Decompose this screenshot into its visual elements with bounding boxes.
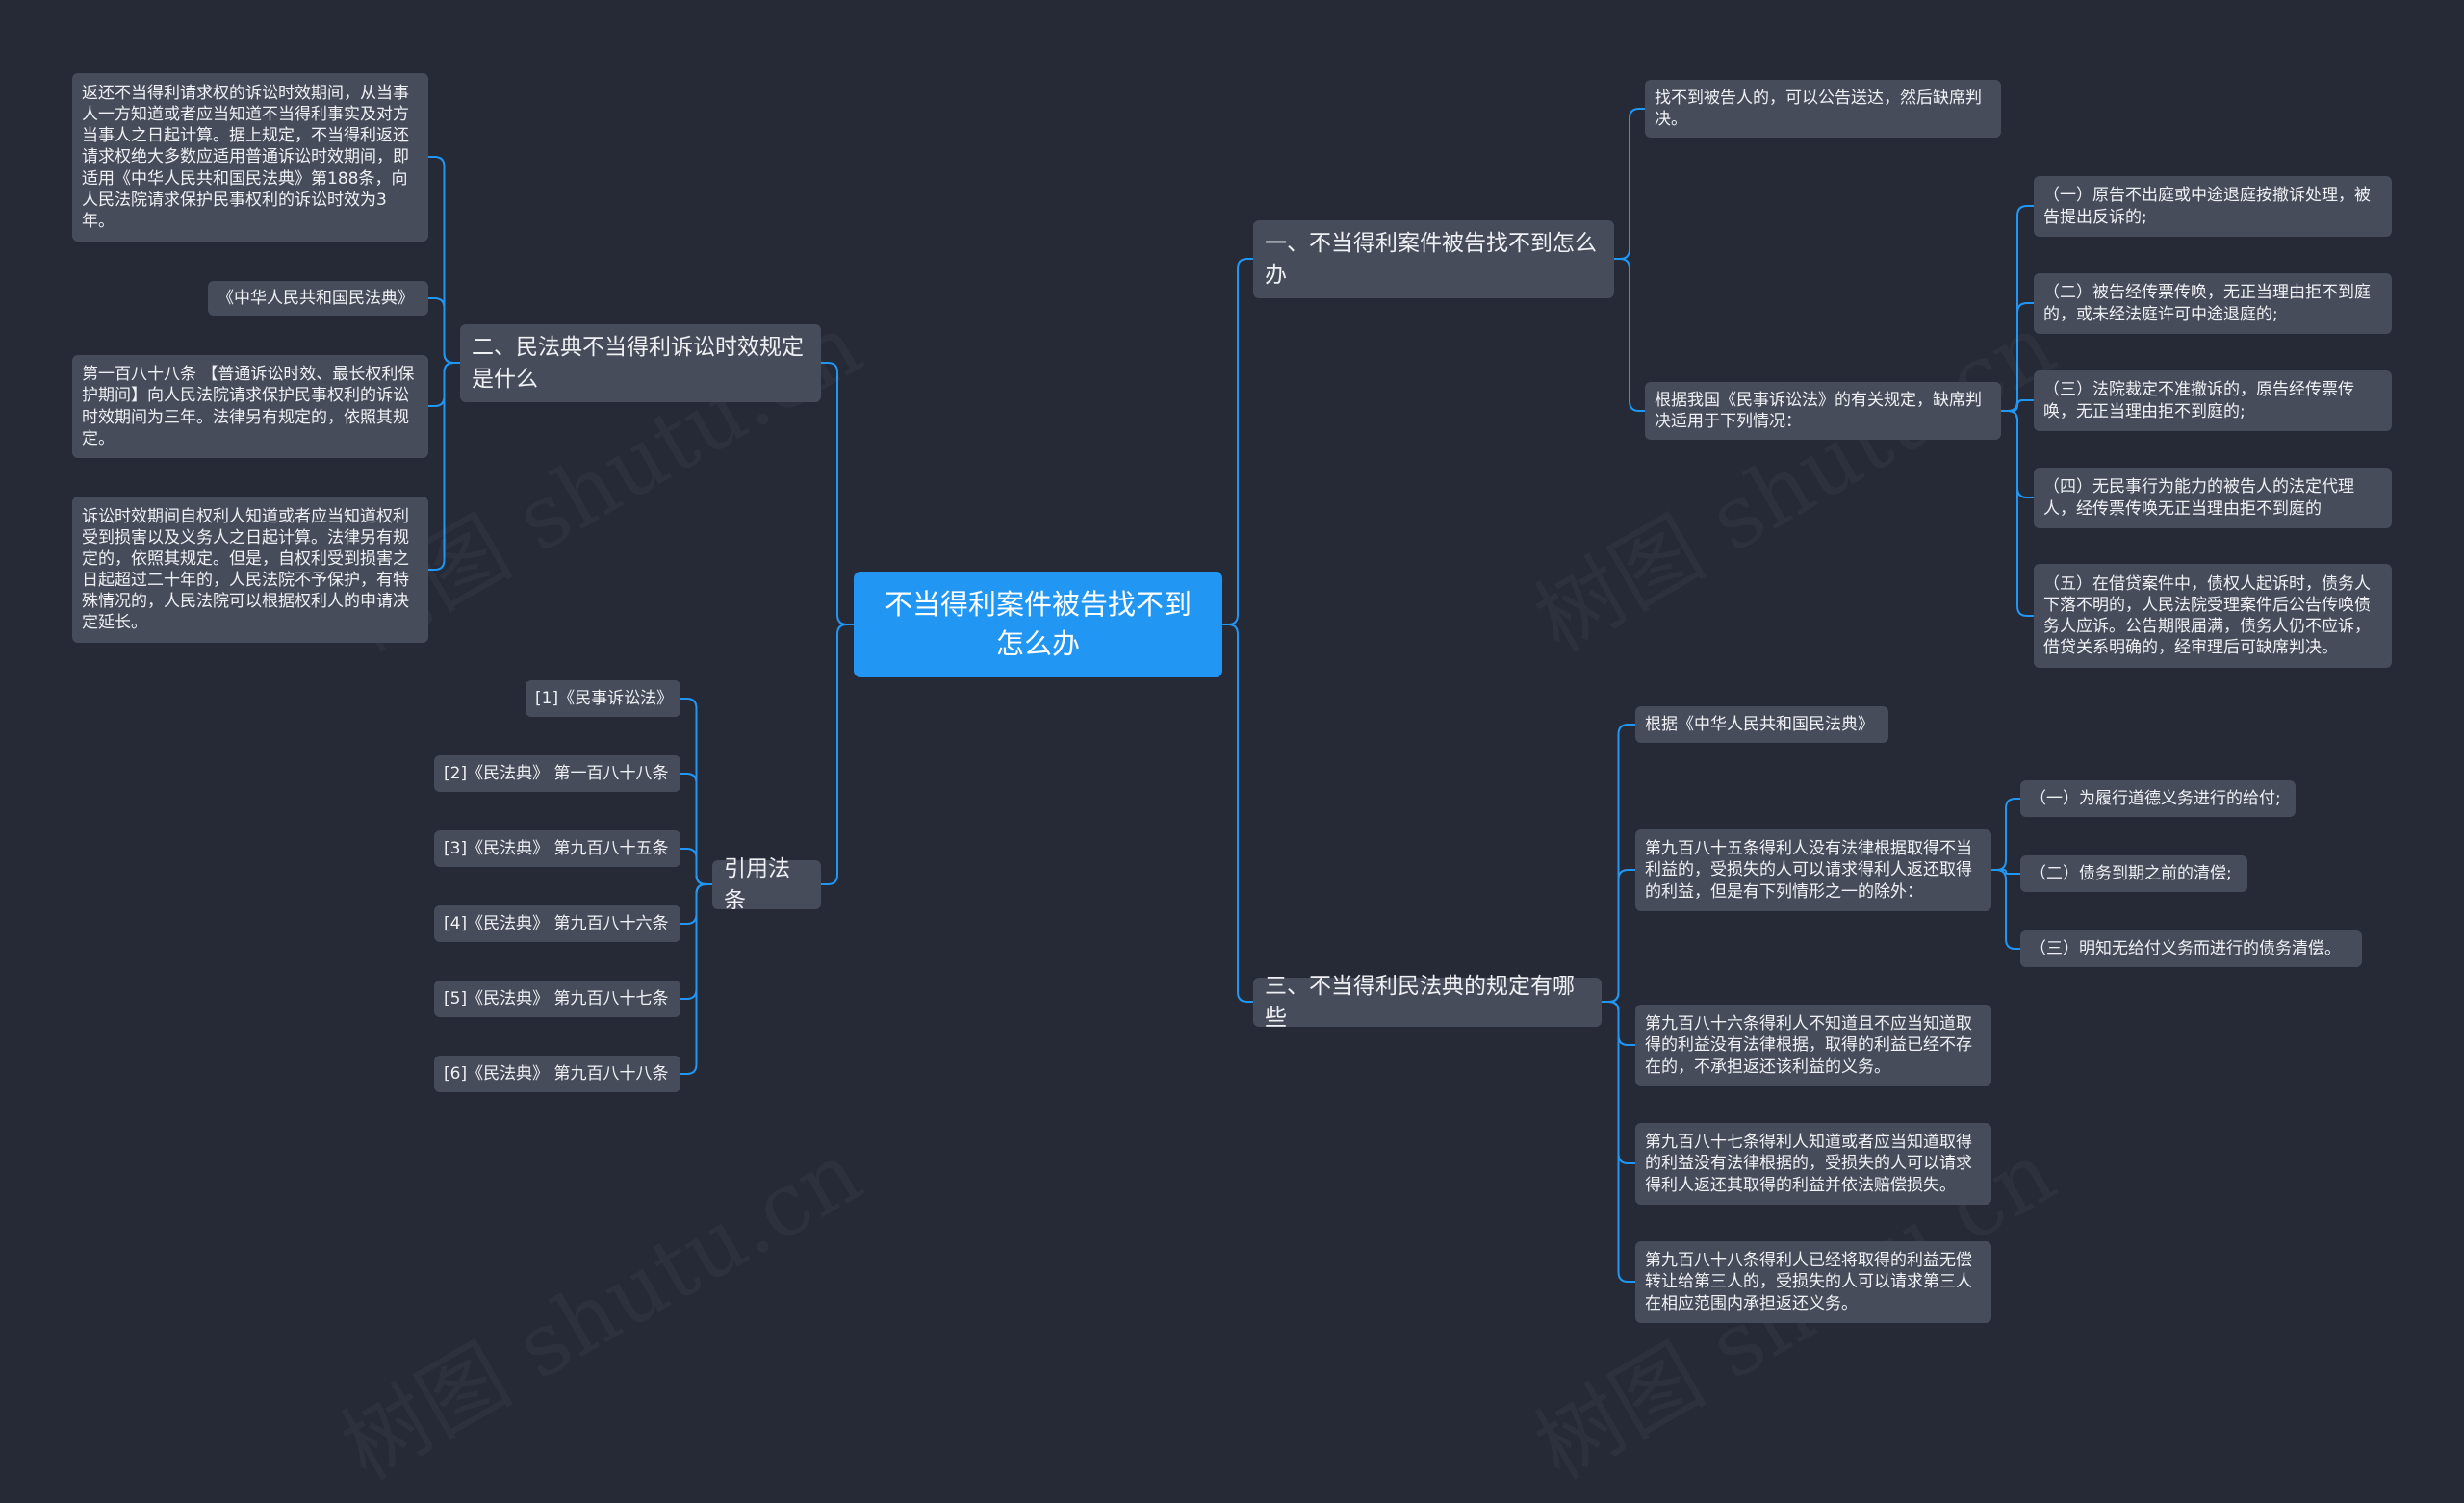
connector-line [1991,869,2020,950]
subtopic-text: （二）债务到期之前的清偿; [2030,863,2232,883]
subtopic-text: （五）在借贷案件中，债权人起诉时，债务人下落不明的，人民法院受理案件后公告传唤债… [2043,573,2371,658]
subtopic-text: （一）为履行道德义务进行的给付; [2030,788,2281,808]
connector-line [2001,410,2034,617]
connector-line [2001,399,2034,412]
reference-item[interactable]: [6]《民法典》 第九百八十八条 [434,1056,680,1092]
reference-text: [5]《民法典》 第九百八十七条 [444,988,669,1008]
connector-line [428,297,460,364]
topic-text: 第九百八十七条得利人知道或者应当知道取得的利益没有法律根据的，受损失的人可以请求… [1645,1133,1972,1195]
topic-text: 根据《中华人民共和国民法典》 [1645,714,1874,734]
connector-line [680,883,712,1075]
topic-node[interactable]: 第九百八十八条得利人已经将取得的利益无偿转让给第三人的，受损失的人可以请求第三人… [1635,1241,1991,1323]
root-node[interactable]: 不当得利案件被告找不到怎么办 [854,572,1222,677]
reference-text: [6]《民法典》 第九百八十八条 [444,1063,669,1083]
topic-text: 《中华人民共和国民法典》 [218,288,414,308]
reference-text: [4]《民法典》 第九百八十六条 [444,913,669,933]
topic-text: 第一百八十八条 【普通诉讼时效、最长权利保护期间】向人民法院请求保护民事权利的诉… [82,365,415,448]
subtopic-text: （三）明知无给付义务而进行的债务清偿。 [2030,938,2341,958]
topic-node[interactable]: 《中华人民共和国民法典》 [208,281,428,316]
branch-label: 二、民法典不当得利诉讼时效规定是什么 [472,335,804,392]
reference-text: [2]《民法典》 第一百八十八条 [444,763,669,783]
subtopic-node[interactable]: （三）法院裁定不准撤诉的，原告经传票传唤，无正当理由拒不到庭的; [2034,370,2392,431]
branch-node-1[interactable]: 一、不当得利案件被告找不到怎么办 [1253,220,1614,298]
connector-line [428,362,460,571]
connector-line [821,624,854,885]
connector-line [680,848,712,885]
topic-text: 第九百八十五条得利人没有法律根据取得不当利益的，受损失的人可以请求得利人返还取得… [1645,839,1972,902]
connector-line [1222,624,1253,1003]
subtopic-node[interactable]: （一）原告不出庭或中途退庭按撤诉处理，被告提出反诉的; [2034,176,2392,237]
reference-text: [1]《民事诉讼法》 [535,688,674,708]
topic-node[interactable]: 返还不当得利请求权的诉讼时效期间，从当事人一方知道或者应当知道不当得利事实及对方… [72,73,428,242]
topic-node[interactable]: 第九百八十七条得利人知道或者应当知道取得的利益没有法律根据的，受损失的人可以请求… [1635,1123,1991,1205]
subtopic-node[interactable]: （五）在借贷案件中，债权人起诉时，债务人下落不明的，人民法院受理案件后公告传唤债… [2034,564,2392,668]
connector-line [1991,798,2020,871]
reference-item[interactable]: [4]《民法典》 第九百八十六条 [434,905,680,942]
branch-node-3[interactable]: 三、不当得利民法典的规定有哪些 [1253,974,1602,1031]
branch-node-4[interactable]: 引用法条 [712,856,821,913]
connector-lines [428,108,2034,1283]
connector-line [1222,258,1253,625]
mindmap-canvas: 树图 shutu.cn 树图 shutu.cn 树图 shutu.cn 树图 s… [72,73,2392,1323]
reference-item[interactable]: [2]《民法典》 第一百八十八条 [434,755,680,792]
subtopic-node[interactable]: （一）为履行道德义务进行的给付; [2020,780,2296,817]
topic-text: 第九百八十八条得利人已经将取得的利益无偿转让给第三人的，受损失的人可以请求第三人… [1645,1251,1972,1313]
connector-line [1614,108,1645,260]
subtopic-node[interactable]: （三）明知无给付义务而进行的债务清偿。 [2020,930,2362,967]
branch-label: 引用法条 [724,856,790,913]
subtopic-text: （二）被告经传票传唤，无正当理由拒不到庭的，或未经法庭许可中途退庭的; [2043,283,2371,324]
connector-line [1602,1001,1635,1283]
subtopic-text: （四）无民事行为能力的被告人的法定代理人，经传票传唤无正当理由拒不到庭的 [2043,477,2354,519]
reference-text: [3]《民法典》 第九百八十五条 [444,838,669,858]
connector-line [1602,869,1635,1003]
topic-text: 找不到被告人的，可以公告送达，然后缺席判决。 [1655,88,1982,129]
branch-label: 一、不当得利案件被告找不到怎么办 [1265,231,1597,288]
subtopic-node[interactable]: （二）被告经传票传唤，无正当理由拒不到庭的，或未经法庭许可中途退庭的; [2034,273,2392,334]
topic-node[interactable]: 第九百八十五条得利人没有法律根据取得不当利益的，受损失的人可以请求得利人返还取得… [1635,829,1991,911]
topic-node[interactable]: 第九百八十六条得利人不知道且不应当知道取得的利益没有法律根据，取得的利益已经不存… [1635,1005,1991,1086]
topic-node[interactable]: 找不到被告人的，可以公告送达，然后缺席判决。 [1645,80,2001,138]
connector-line [1991,869,2020,875]
subtopic-text: （一）原告不出庭或中途退庭按撤诉处理，被告提出反诉的; [2043,186,2371,227]
topic-node[interactable]: 根据我国《民事诉讼法》的有关规定，缺席判决适用于下列情况： [1645,382,2001,440]
topic-node[interactable]: 第一百八十八条 【普通诉讼时效、最长权利保护期间】向人民法院请求保护民事权利的诉… [72,355,428,458]
reference-item[interactable]: [5]《民法典》 第九百八十七条 [434,981,680,1017]
topic-node[interactable]: 根据《中华人民共和国民法典》 [1635,706,1888,743]
branch-node-2[interactable]: 二、民法典不当得利诉讼时效规定是什么 [460,324,821,402]
connector-line [821,362,854,625]
topic-text: 根据我国《民事诉讼法》的有关规定，缺席判决适用于下列情况： [1655,390,1982,431]
connector-line [1614,258,1645,412]
root-label: 不当得利案件被告找不到怎么办 [884,588,1192,660]
topic-text: 第九百八十六条得利人不知道且不应当知道取得的利益没有法律根据，取得的利益已经不存… [1645,1014,1972,1077]
reference-item[interactable]: [3]《民法典》 第九百八十五条 [434,830,680,867]
topic-text: 返还不当得利请求权的诉讼时效期间，从当事人一方知道或者应当知道不当得利事实及对方… [82,84,409,231]
subtopic-node[interactable]: （二）债务到期之前的清偿; [2020,855,2247,892]
branch-label: 三、不当得利民法典的规定有哪些 [1265,974,1575,1031]
topic-node[interactable]: 诉讼时效期间自权利人知道或者应当知道权利受到损害以及义务人之日起计算。法律另有规… [72,497,428,643]
reference-item[interactable]: [1]《民事诉讼法》 [526,680,680,717]
topic-text: 诉讼时效期间自权利人知道或者应当知道权利受到损害以及义务人之日起计算。法律另有规… [82,506,409,633]
subtopic-node[interactable]: （四）无民事行为能力的被告人的法定代理人，经传票传唤无正当理由拒不到庭的 [2034,468,2392,528]
subtopic-text: （三）法院裁定不准撤诉的，原告经传票传唤，无正当理由拒不到庭的; [2043,380,2354,421]
